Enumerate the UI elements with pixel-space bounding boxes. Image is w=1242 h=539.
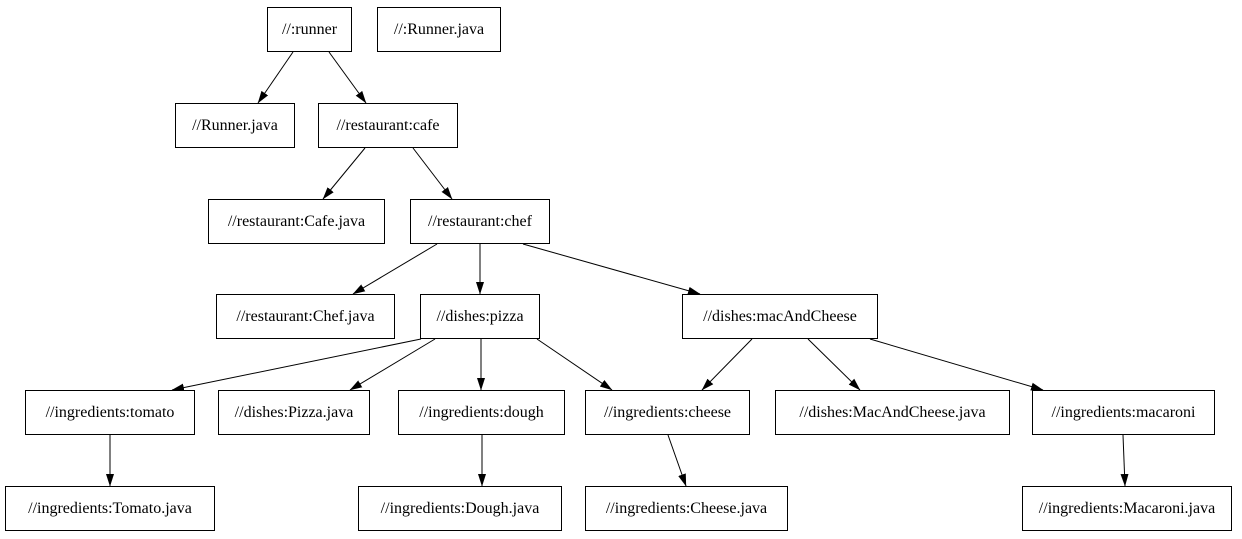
graph-node-tomato: //ingredients:tomato	[25, 390, 195, 435]
graph-node-tomato-java: //ingredients:Tomato.java	[5, 486, 215, 531]
graph-node-dough-java: //ingredients:Dough.java	[358, 486, 562, 531]
graph-edge-cheese-to-cheese-java	[667, 434, 687, 487]
graph-node-runner-java-root: //:Runner.java	[377, 7, 501, 52]
graph-node-mac-and-cheese-java: //dishes:MacAndCheese.java	[775, 390, 1010, 435]
graph-node-runner: //:runner	[267, 7, 352, 52]
graph-node-cheese-java: //ingredients:Cheese.java	[585, 486, 788, 531]
graph-edge-mac-and-cheese-to-macaroni	[869, 338, 1044, 391]
graph-edge-chef-to-chef-java	[352, 243, 438, 295]
graph-node-macaroni: //ingredients:macaroni	[1032, 390, 1215, 435]
graph-edge-pizza-to-tomato	[171, 338, 422, 392]
graph-node-pizza: //dishes:pizza	[420, 294, 540, 339]
graph-edge-cafe-to-chef	[412, 147, 453, 200]
graph-node-chef-java: //restaurant:Chef.java	[216, 294, 395, 339]
graph-edge-macaroni-to-macaroni-java	[1120, 434, 1129, 487]
graph-node-cafe: //restaurant:cafe	[318, 103, 458, 148]
graph-edge-pizza-to-pizza-java	[349, 338, 436, 391]
graph-edge-pizza-to-cheese	[536, 338, 613, 391]
graph-edge-runner-to-cafe	[328, 51, 367, 104]
graph-node-dough: //ingredients:dough	[398, 390, 565, 435]
graph-edge-mac-and-cheese-to-mac-and-cheese-java	[807, 338, 861, 391]
graph-node-mac-and-cheese: //dishes:macAndCheese	[682, 294, 878, 339]
graph-edge-mac-and-cheese-to-cheese	[701, 338, 753, 391]
graph-node-runner-java: //Runner.java	[175, 103, 295, 148]
graph-edge-runner-to-runner-java	[257, 51, 294, 104]
graph-node-cafe-java: //restaurant:Cafe.java	[208, 199, 385, 244]
graph-node-macaroni-java: //ingredients:Macaroni.java	[1022, 486, 1232, 531]
graph-node-chef: //restaurant:chef	[410, 199, 550, 244]
graph-node-pizza-java: //dishes:Pizza.java	[218, 390, 370, 435]
graph-edge-chef-to-mac-and-cheese	[522, 243, 701, 295]
graph-edge-cafe-to-cafe-java	[322, 147, 366, 200]
graph-node-cheese: //ingredients:cheese	[585, 390, 750, 435]
